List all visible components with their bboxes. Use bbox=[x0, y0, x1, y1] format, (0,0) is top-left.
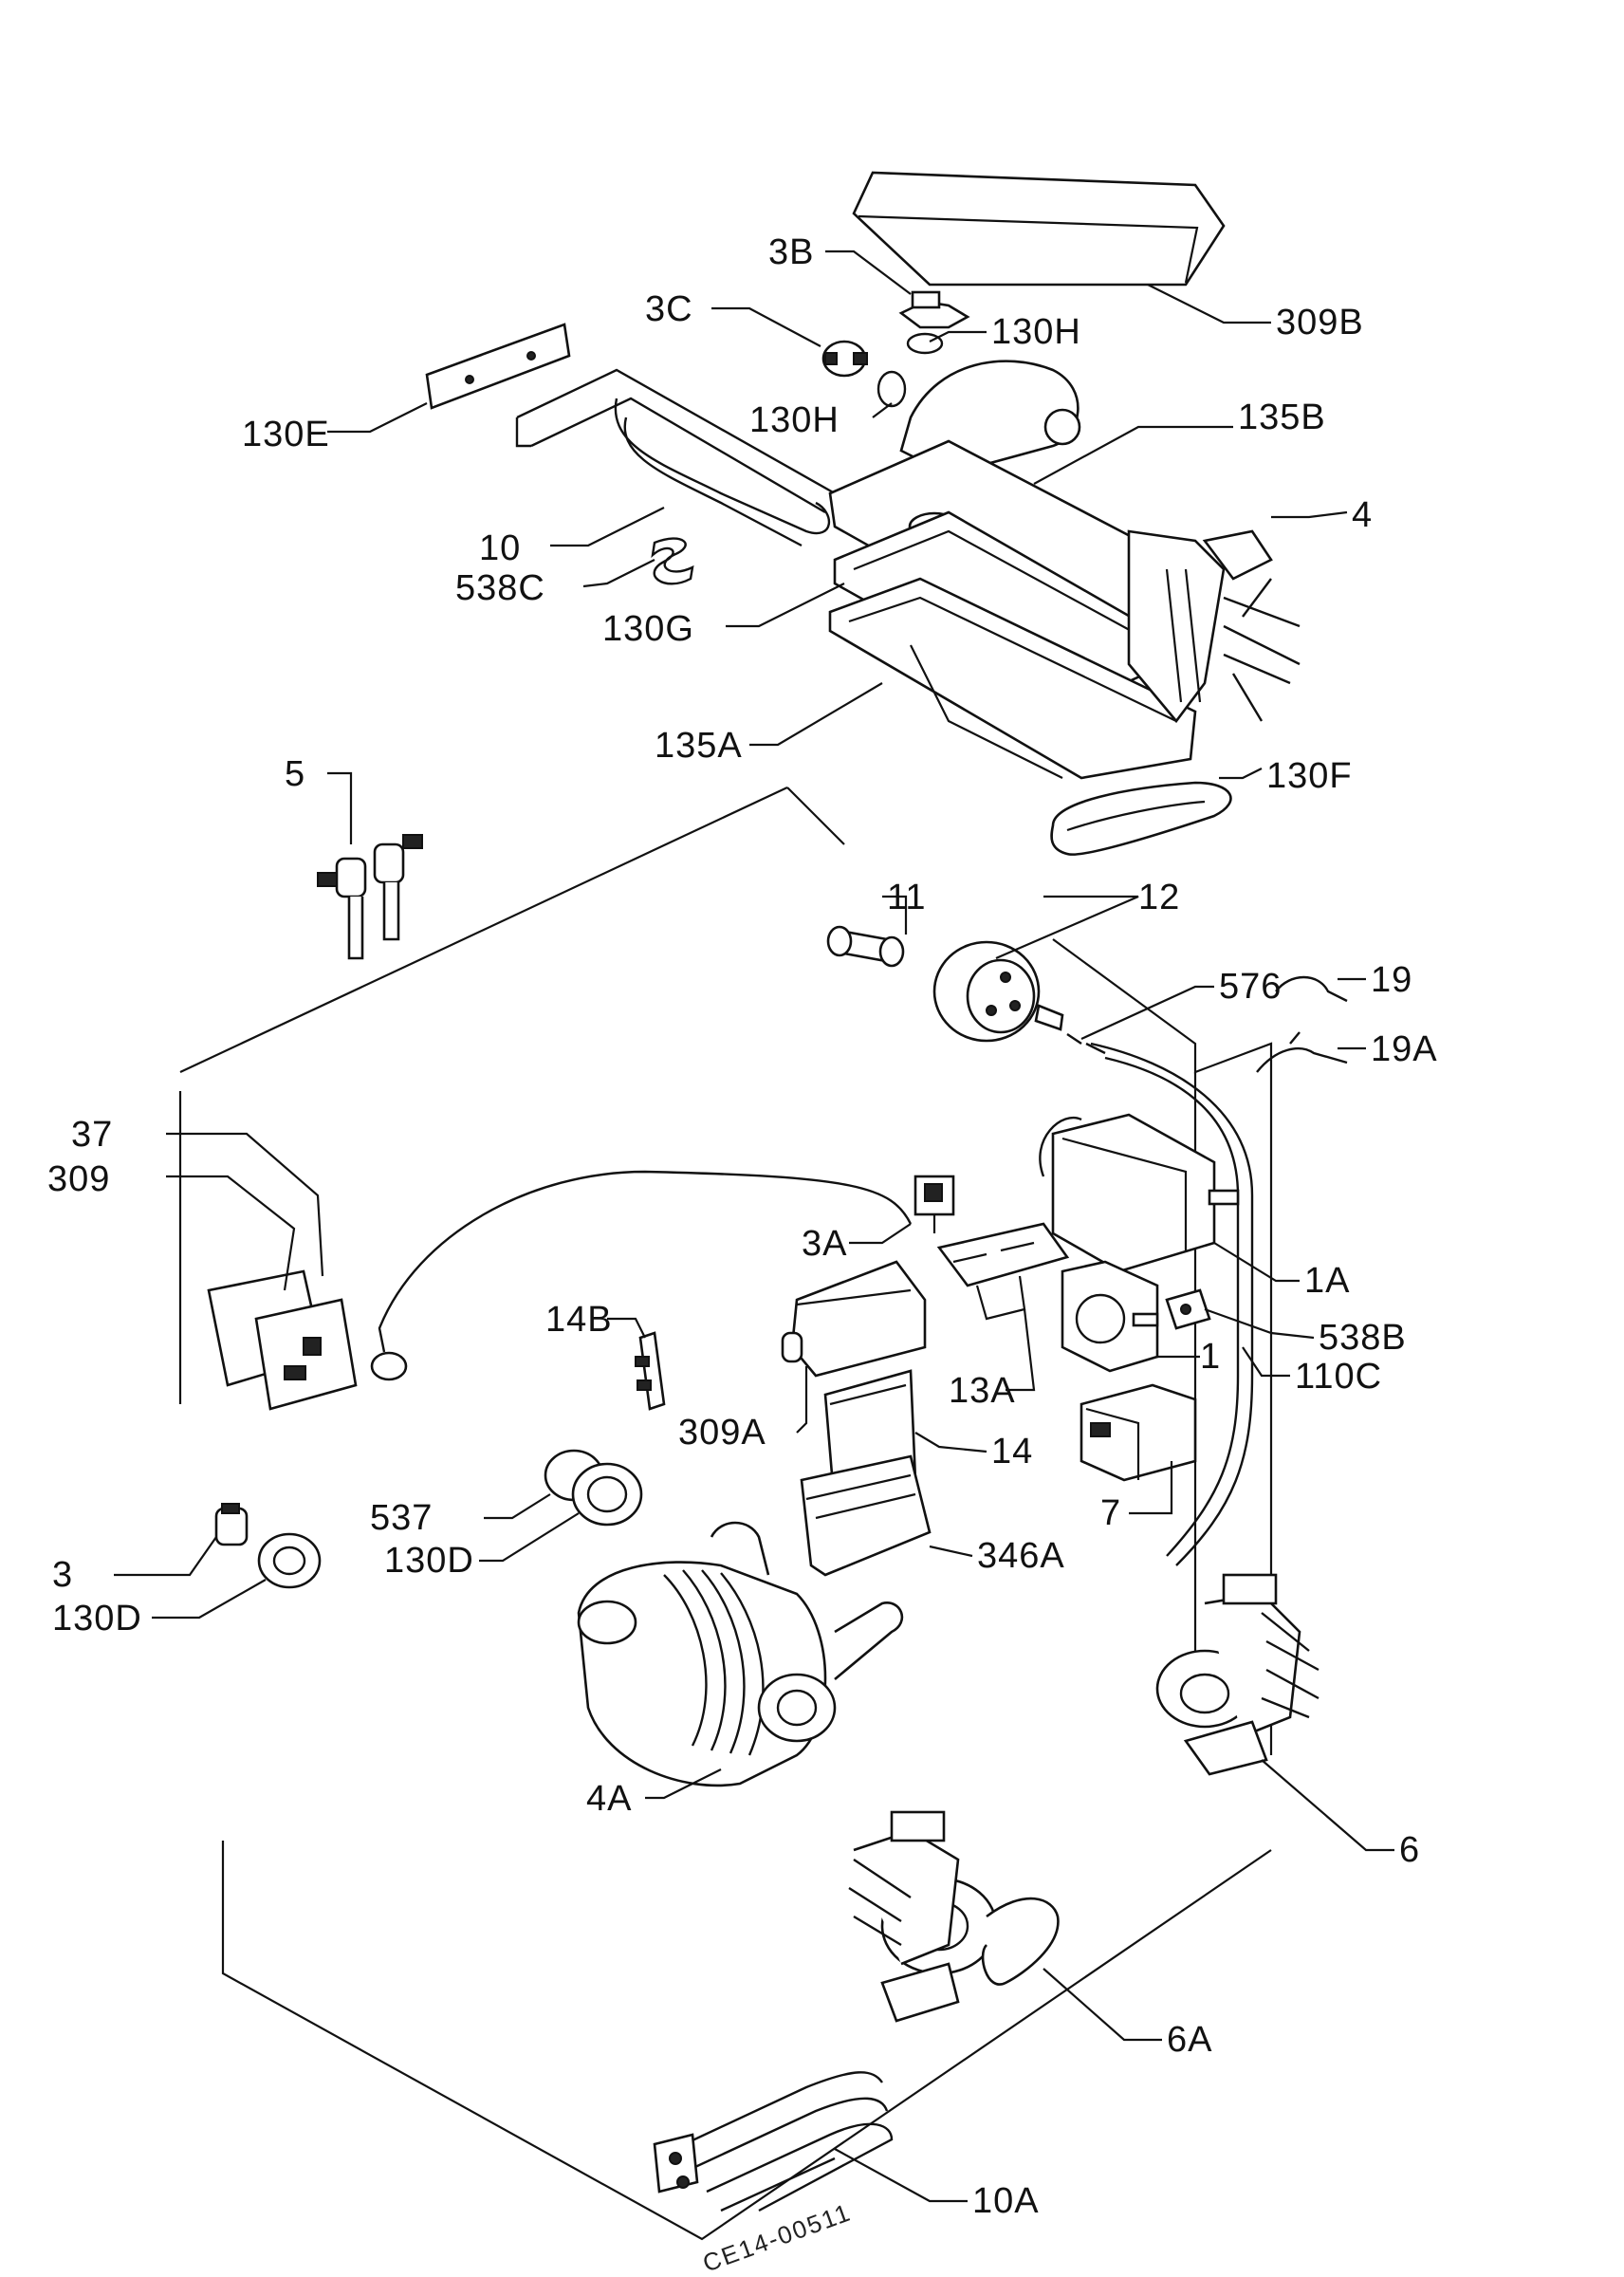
fan-motor-part bbox=[1127, 529, 1301, 724]
label-4: 4 bbox=[1352, 495, 1373, 535]
label-6a: 6A bbox=[1167, 2020, 1212, 2060]
fan-housing-assembly bbox=[828, 360, 1197, 780]
label-130h-mid: 130H bbox=[749, 400, 840, 440]
label-13a: 13A bbox=[949, 1371, 1016, 1411]
label-3b: 3B bbox=[768, 232, 814, 272]
label-130d-lower: 130D bbox=[52, 1599, 142, 1638]
label-14b: 14B bbox=[545, 1300, 613, 1340]
module-37-309-part bbox=[207, 1269, 358, 1411]
label-309b: 309B bbox=[1276, 303, 1364, 342]
timer-part bbox=[1039, 1113, 1240, 1273]
sensor-3a-part bbox=[914, 1175, 955, 1233]
terminal-14b-part bbox=[635, 1331, 666, 1411]
label-3c: 3C bbox=[645, 289, 693, 329]
label-14: 14 bbox=[991, 1432, 1033, 1472]
label-7: 7 bbox=[1100, 1493, 1121, 1533]
pressure-hose-576-part bbox=[1066, 1033, 1106, 1055]
grommet-130d-upper-part bbox=[571, 1462, 643, 1527]
housing-346a-part bbox=[800, 1454, 932, 1577]
filter-7-part bbox=[1080, 1383, 1197, 1482]
drive-belt-part bbox=[1050, 781, 1232, 856]
label-309a: 309A bbox=[678, 1413, 766, 1453]
label-4a: 4A bbox=[586, 1779, 632, 1819]
cover-309a-part bbox=[781, 1260, 927, 1378]
label-10: 10 bbox=[479, 528, 521, 568]
oring-130h-top bbox=[906, 332, 944, 355]
label-19a: 19A bbox=[1371, 1029, 1438, 1069]
drive-motor-part bbox=[577, 1521, 904, 1787]
label-537: 537 bbox=[370, 1498, 433, 1538]
part-labels: 3B 309B 3C 130H 130H 130E 135B 4 10 538C… bbox=[47, 232, 1438, 2221]
clip-538c-part bbox=[651, 537, 694, 585]
label-1a: 1A bbox=[1304, 1261, 1350, 1301]
circulation-pump-6a-part bbox=[848, 1810, 1060, 2023]
oring-130h-mid bbox=[877, 370, 907, 408]
bracket-plate-part bbox=[425, 323, 571, 410]
thermostat-3b-part bbox=[898, 290, 970, 329]
label-130g: 130G bbox=[602, 609, 694, 649]
top-cover-part bbox=[852, 171, 1226, 287]
label-130d-upper: 130D bbox=[384, 1541, 474, 1581]
heating-element-upper-part bbox=[515, 368, 836, 547]
label-12: 12 bbox=[1138, 878, 1180, 917]
bracket-19a-part bbox=[1256, 1031, 1348, 1073]
leader-lines bbox=[114, 250, 1394, 2203]
label-3a: 3A bbox=[802, 1224, 847, 1264]
selector-switch-part bbox=[1061, 1260, 1159, 1373]
label-576: 576 bbox=[1219, 967, 1282, 1007]
label-130f: 130F bbox=[1266, 756, 1353, 796]
inlet-valve-part bbox=[317, 834, 423, 960]
thermostat-3c-part bbox=[821, 340, 868, 378]
heating-element-lower-part bbox=[653, 2071, 894, 2212]
thermostat-3-part bbox=[214, 1503, 249, 1546]
label-10a: 10A bbox=[972, 2181, 1040, 2221]
grommet-part bbox=[370, 1351, 408, 1381]
bracket-19-part bbox=[1275, 975, 1348, 1003]
label-5: 5 bbox=[285, 754, 305, 794]
clip-538b-part bbox=[1165, 1288, 1211, 1330]
label-3: 3 bbox=[52, 1555, 73, 1595]
label-37: 37 bbox=[71, 1115, 113, 1155]
label-135a: 135A bbox=[655, 726, 743, 766]
label-11: 11 bbox=[887, 878, 926, 917]
sensor-cable-part bbox=[378, 1170, 913, 1353]
label-19: 19 bbox=[1371, 960, 1412, 1000]
switch-block-part bbox=[936, 1222, 1070, 1321]
label-538b: 538B bbox=[1319, 1318, 1407, 1358]
label-1: 1 bbox=[1200, 1337, 1221, 1377]
label-309: 309 bbox=[47, 1159, 110, 1199]
drain-pump-6-part bbox=[1155, 1573, 1320, 1776]
label-130h-top: 130H bbox=[991, 312, 1081, 352]
label-346a: 346A bbox=[977, 1536, 1065, 1576]
capacitor-part bbox=[826, 925, 905, 968]
label-110c: 110C bbox=[1295, 1357, 1382, 1397]
label-135b: 135B bbox=[1238, 398, 1326, 437]
label-6: 6 bbox=[1399, 1830, 1420, 1870]
label-130e: 130E bbox=[242, 415, 330, 454]
pressure-switch-part bbox=[932, 940, 1064, 1043]
grommet-130d-lower-part bbox=[257, 1532, 322, 1589]
label-538c: 538C bbox=[455, 568, 545, 608]
